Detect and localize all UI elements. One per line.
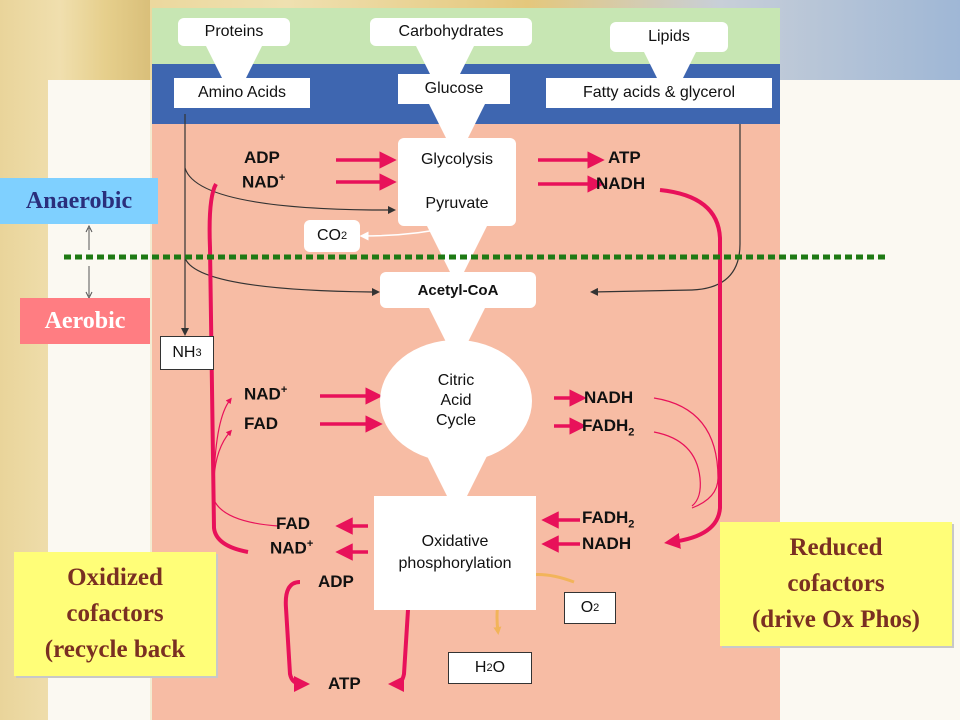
oxphos-nad: NAD+ [270,538,314,558]
citric-fad: FAD [244,414,278,433]
thin-connectors [181,114,741,336]
glucose-box: Glucose [398,74,510,104]
white-flow-arrows [204,42,700,516]
citric-nadh: NADH [584,388,634,407]
oxphos-adp: ADP [318,572,354,591]
acetyl-coa-box: Acetyl-CoA [380,272,536,308]
reduced-cofactors-note: Reduced cofactors (drive Ox Phos) [720,522,952,646]
glycolysis-adp: ADP [244,148,280,167]
fatty-acids-box: Fatty acids & glycerol [546,78,772,108]
citric-nad: NAD+ [244,384,288,404]
proteins-box: Proteins [178,18,290,46]
pink-short-arrows [320,151,605,561]
anaerobic-tag: Anaerobic [0,178,158,224]
aerobic-tag: Aerobic [20,298,150,344]
glycolysis-box: Glycolysis Pyruvate [398,138,516,226]
oxphos-fadh2: FADH2 [582,508,635,531]
glycolysis-title: Glycolysis [420,151,493,168]
metabolism-diagram: Proteins Carbohydrates Lipids Amino Acid… [152,8,780,720]
oxphos-nadh: NADH [582,534,632,553]
oxphos-atp: ATP [328,674,361,693]
glycolysis-nad: NAD+ [242,172,286,192]
citric-fadh2: FADH2 [582,416,635,439]
amino-acids-box: Amino Acids [174,78,310,108]
carbohydrates-box: Carbohydrates [370,18,532,46]
oxidized-cofactors-note: Oxidized cofactors (recycle back [14,552,216,676]
glycolysis-atp: ATP [608,148,641,167]
oxidative-phosphorylation-box: Oxidative phosphorylation [374,496,536,610]
lipids-box: Lipids [610,22,728,52]
diagram-arrows [181,42,741,692]
pink-thin-curves [213,397,719,527]
citric-acid-cycle: Citric Acid Cycle [380,340,532,462]
pyruvate-label: Pyruvate [425,195,489,212]
oxphos-fad: FAD [276,514,310,533]
glycolysis-nadh: NADH [596,174,646,193]
